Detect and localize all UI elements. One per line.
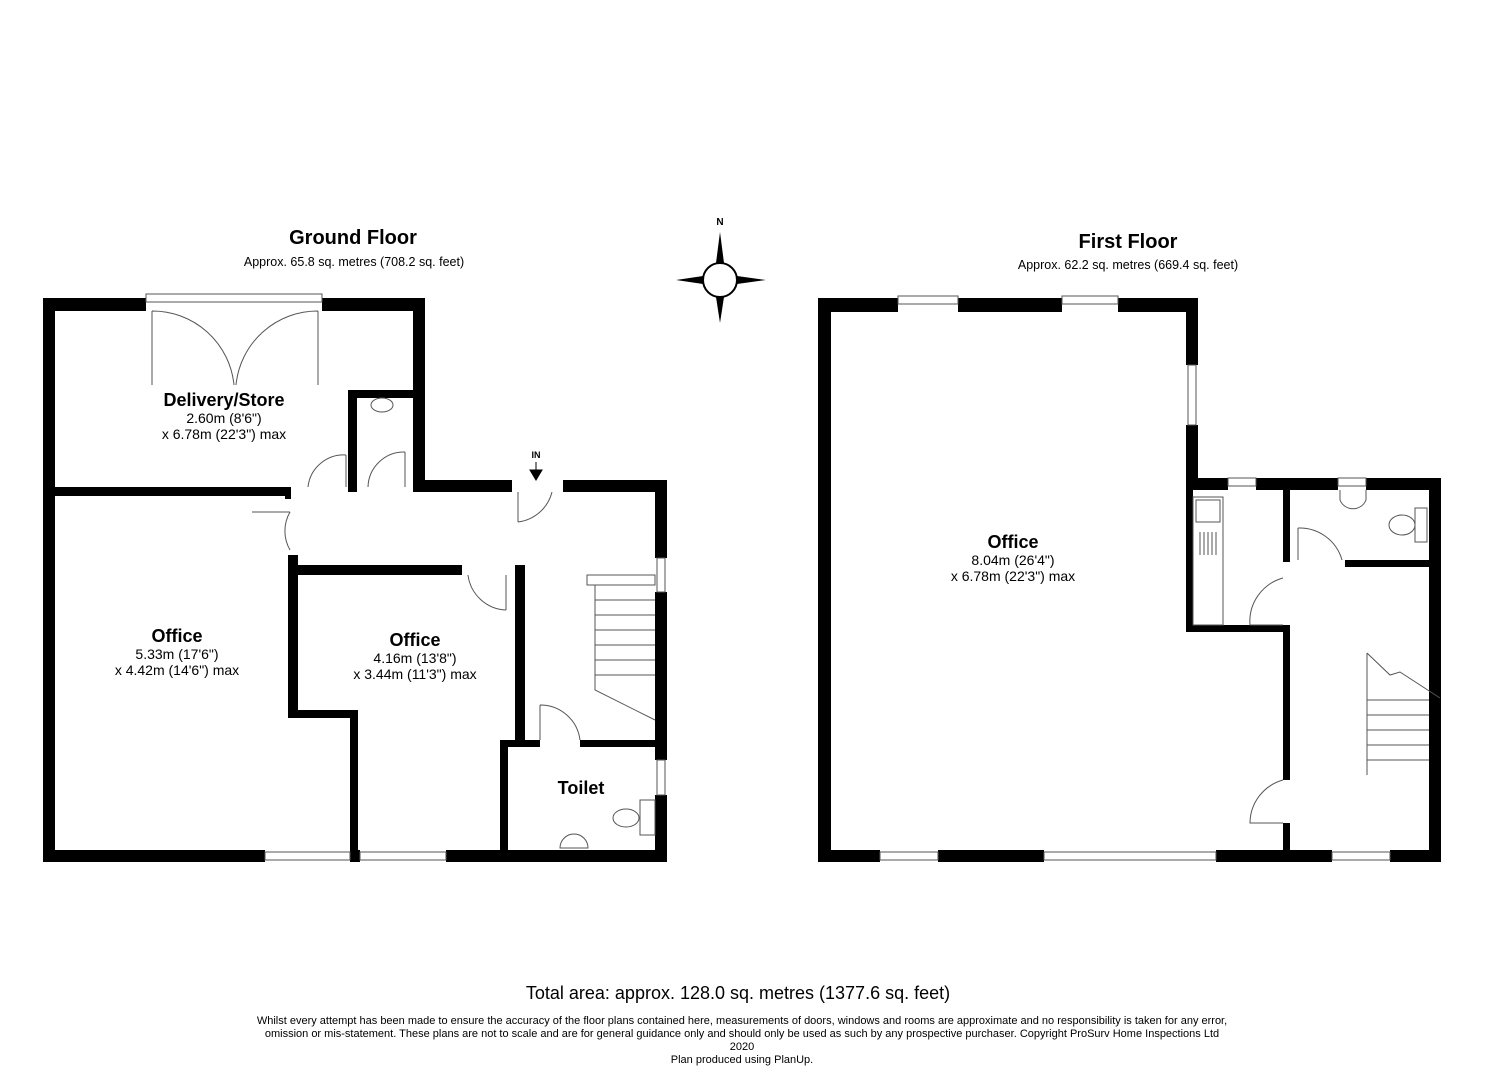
room-label-delivery-store: Delivery/Store 2.60m (8'6") x 6.78m (22'… <box>161 390 287 442</box>
first-floor-fixtures <box>1192 490 1428 626</box>
room-label-office-2: Office 4.16m (13'8") x 3.44m (11'3") max <box>353 630 477 682</box>
disclaimer: Whilst every attempt has been made to en… <box>252 1015 1232 1067</box>
ground-floor-stairs <box>586 574 656 721</box>
total-area: Total area: approx. 128.0 sq. metres (13… <box>525 983 951 1003</box>
plan-credit: Plan produced using PlanUp. <box>670 1054 814 1066</box>
first-floor-doors <box>1249 527 1343 824</box>
room-label-office-1: Office 5.33m (17'6") x 4.42m (14'6") max <box>114 626 240 678</box>
first-floor-title: First Floor <box>1078 231 1178 253</box>
ground-floor-area: Approx. 65.8 sq. metres (708.2 sq. feet) <box>243 255 465 269</box>
compass-north-label: N <box>716 217 724 228</box>
first-floor-stairs <box>1366 652 1441 775</box>
room-label-first-floor-office: Office 8.04m (26'4") x 6.78m (22'3") max <box>950 532 1076 584</box>
first-floor-walls <box>818 298 1441 862</box>
entrance-label: IN <box>531 450 541 460</box>
ground-floor-title: Ground Floor <box>289 227 417 249</box>
ground-floor-walls <box>43 298 667 862</box>
first-floor-windows <box>879 295 1391 861</box>
compass-icon <box>676 232 766 323</box>
ground-floor-doors <box>151 310 581 741</box>
room-label-toilet: Toilet <box>557 778 605 798</box>
ground-floor-windows <box>145 293 666 861</box>
first-floor-area: Approx. 62.2 sq. metres (669.4 sq. feet) <box>1017 258 1239 272</box>
ground-floor-fixtures <box>370 397 656 849</box>
entrance-arrow-icon <box>529 462 543 481</box>
